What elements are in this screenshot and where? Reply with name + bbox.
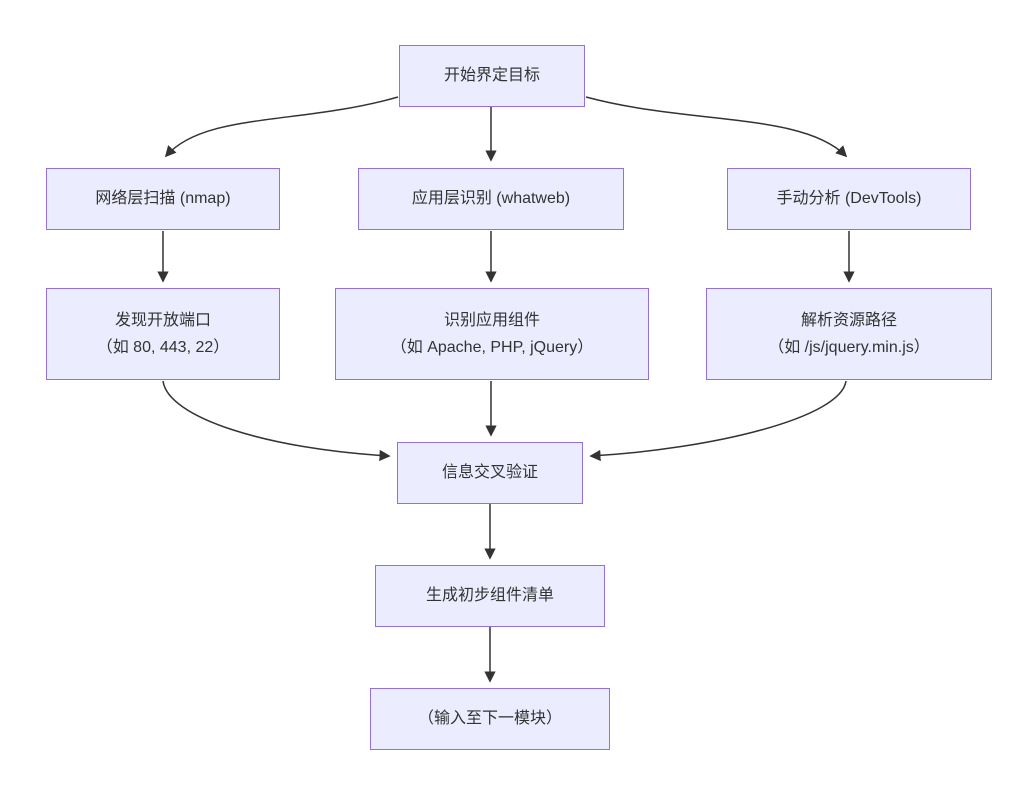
node-manual-label: 手动分析 (DevTools) — [776, 190, 922, 208]
node-start-label: 开始界定目标 — [443, 67, 540, 85]
node-ports-label-line1: 发现开放端口 — [114, 311, 211, 329]
node-paths: 解析资源路径 （如 /js/jquery.min.js） — [706, 288, 992, 380]
node-verify: 信息交叉验证 — [397, 442, 583, 504]
node-paths-label-line1: 解析资源路径 — [800, 311, 897, 329]
edge-ports-verify — [162, 380, 391, 462]
node-paths-label-line2: （如 /js/jquery.min.js） — [768, 339, 930, 356]
node-components-label-line2: （如 Apache, PHP, jQuery） — [390, 339, 594, 356]
node-manual: 手动分析 (DevTools) — [727, 168, 971, 230]
node-ports: 发现开放端口 （如 80, 443, 22） — [46, 288, 280, 380]
edge-start-scan-net — [164, 96, 399, 158]
node-scan-net: 网络层扫描 (nmap) — [46, 168, 280, 230]
node-components-label-line1: 识别应用组件 — [443, 311, 540, 329]
node-scan-net-label: 网络层扫描 (nmap) — [95, 190, 231, 208]
edge-start-manual — [585, 96, 848, 158]
node-scan-app-label: 应用层识别 (whatweb) — [411, 190, 571, 208]
node-scan-app: 应用层识别 (whatweb) — [358, 168, 624, 230]
edge-paths-verify — [589, 380, 847, 462]
node-output-label: （输入至下一模块） — [417, 710, 562, 728]
node-start: 开始界定目标 — [399, 45, 585, 107]
node-output: （输入至下一模块） — [370, 688, 610, 750]
node-components: 识别应用组件 （如 Apache, PHP, jQuery） — [335, 288, 649, 380]
node-list-label: 生成初步组件清单 — [425, 587, 554, 605]
node-verify-label: 信息交叉验证 — [441, 464, 538, 482]
node-list: 生成初步组件清单 — [375, 565, 605, 627]
node-ports-label-line2: （如 80, 443, 22） — [96, 339, 230, 356]
